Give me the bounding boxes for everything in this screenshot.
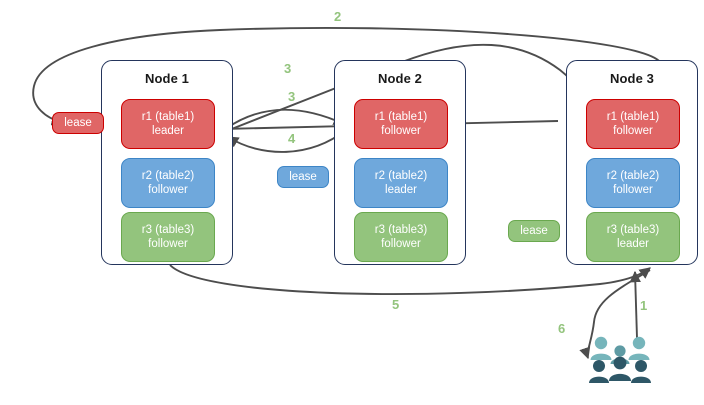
node-1-replica-r3[interactable]: r3 (table3) follower bbox=[121, 212, 215, 262]
node-1-replica-r1-name: r1 (table1) bbox=[141, 111, 195, 123]
node-2-replica-r3[interactable]: r3 (table3) follower bbox=[354, 212, 448, 262]
node-2-title: Node 2 bbox=[378, 71, 422, 86]
node-3-replica-r1[interactable]: r1 (table1) follower bbox=[586, 99, 680, 149]
node-1-replica-r2[interactable]: r2 (table2) follower bbox=[121, 158, 215, 208]
lease-tag-r3-label: lease bbox=[520, 225, 548, 237]
node-1-replica-r3-name: r3 (table3) bbox=[141, 224, 195, 236]
node-2-replica-r1[interactable]: r1 (table1) follower bbox=[354, 99, 448, 149]
edge-1-client-to-node3 bbox=[629, 270, 642, 339]
node-2-replica-r3-name: r3 (table3) bbox=[374, 224, 428, 236]
lease-tag-r1[interactable]: lease bbox=[52, 112, 104, 134]
node-3-title: Node 3 bbox=[610, 71, 654, 86]
edge-label-6: 6 bbox=[558, 321, 566, 336]
node-3-replica-r3[interactable]: r3 (table3) leader bbox=[586, 212, 680, 262]
node-2-replica-r3-role: follower bbox=[381, 238, 421, 250]
edge-label-3-node2: 3 bbox=[288, 89, 296, 104]
node-1-replica-r1[interactable]: r1 (table1) leader bbox=[121, 99, 215, 149]
node-1-title: Node 1 bbox=[145, 71, 189, 86]
edge-label-3-node3: 3 bbox=[284, 61, 292, 76]
node-2[interactable]: Node 2 r1 (table1) follower r2 (table2) … bbox=[334, 60, 466, 265]
node-2-replica-r1-role: follower bbox=[381, 125, 421, 137]
lease-tag-r2-label: lease bbox=[289, 171, 317, 183]
node-1-replica-r1-role: leader bbox=[152, 125, 184, 137]
edge-3-node1-to-node2 bbox=[223, 108, 346, 131]
lease-tag-r1-label: lease bbox=[64, 117, 92, 129]
lease-tag-r2[interactable]: lease bbox=[277, 166, 329, 188]
node-2-replica-r1-name: r1 (table1) bbox=[374, 111, 428, 123]
node-1-replica-r2-name: r2 (table2) bbox=[141, 170, 195, 182]
node-3[interactable]: Node 3 r1 (table1) follower r2 (table2) … bbox=[566, 60, 698, 265]
edge-label-4: 4 bbox=[288, 131, 296, 146]
lease-tag-r3[interactable]: lease bbox=[508, 220, 560, 242]
node-3-replica-r2-role: follower bbox=[613, 184, 653, 196]
node-3-replica-r2-name: r2 (table2) bbox=[606, 170, 660, 182]
node-3-replica-r1-role: follower bbox=[613, 125, 653, 137]
node-1[interactable]: Node 1 r1 (table1) leader r2 (table2) fo… bbox=[101, 60, 233, 265]
users-group-icon bbox=[589, 336, 651, 383]
node-2-replica-r2[interactable]: r2 (table2) leader bbox=[354, 158, 448, 208]
node-1-replica-r3-role: follower bbox=[148, 238, 188, 250]
edge-label-5: 5 bbox=[392, 297, 400, 312]
node-3-replica-r2[interactable]: r2 (table2) follower bbox=[586, 158, 680, 208]
edge-label-1: 1 bbox=[640, 298, 648, 313]
node-2-replica-r2-role: leader bbox=[385, 184, 417, 196]
edge-4-node2-to-node1 bbox=[227, 129, 347, 153]
node-3-replica-r3-role: leader bbox=[617, 238, 649, 250]
node-3-replica-r3-name: r3 (table3) bbox=[606, 224, 660, 236]
edge-label-2: 2 bbox=[334, 9, 342, 24]
edge-5-node1-to-node3 bbox=[169, 264, 651, 296]
node-1-replica-r2-role: follower bbox=[148, 184, 188, 196]
node-3-replica-r1-name: r1 (table1) bbox=[606, 111, 660, 123]
node-2-replica-r2-name: r2 (table2) bbox=[374, 170, 428, 182]
